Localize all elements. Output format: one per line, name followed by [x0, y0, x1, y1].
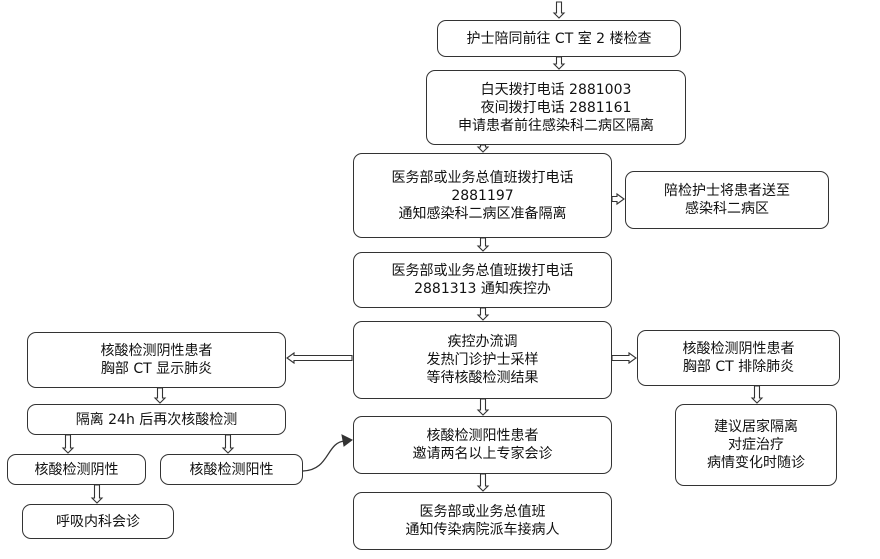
node-ct-escort-line-1: 护士陪同前往 CT 室 2 楼检查: [466, 30, 652, 47]
node-escort-to-ward-line-1: 陪检护士将患者送至: [664, 183, 790, 199]
node-positive-expert-consult: 核酸检测阳性患者 邀请两名以上专家会诊: [353, 416, 612, 474]
node-negative-no-pneumonia-line-2: 胸部 CT 排除肺炎: [682, 359, 795, 375]
node-epi-investigation-line-1: 疾控办流调: [447, 334, 518, 350]
node-negative-no-pneumonia-line-1: 核酸检测阴性患者: [682, 341, 795, 357]
node-home-isolation-line-2: 对症治疗: [728, 437, 784, 453]
node-notify-cdc-office-line-2: 2881313 通知疾控办: [414, 281, 551, 297]
node-transfer-infectious-hospital-line-1: 医务部或业务总值班: [419, 504, 546, 520]
arrow-notify-ward-to-cdc: [476, 237, 490, 252]
arrow-cdc-to-epi: [476, 307, 490, 321]
arrow-negative-to-retest: [153, 387, 167, 404]
node-notify-cdc-office: 医务部或业务总值班拨打电话 2881313 通知疾控办: [353, 252, 612, 308]
arrow-notify-ward-to-escort: [611, 192, 625, 206]
node-negative-no-pneumonia: 核酸检测阴性患者 胸部 CT 排除肺炎: [637, 330, 840, 386]
node-positive-expert-consult-line-2: 邀请两名以上专家会诊: [412, 446, 553, 462]
arrow-ct-to-call: [552, 56, 566, 70]
node-escort-to-ward-line-2: 感染科二病区: [685, 201, 769, 217]
node-ct-escort: 护士陪同前往 CT 室 2 楼检查: [437, 20, 681, 57]
node-home-isolation-line-3: 病情变化时随诊: [707, 455, 805, 471]
node-retest-positive: 核酸检测阳性: [160, 454, 303, 485]
node-epi-investigation: 疾控办流调 发热门诊护士采样 等待核酸检测结果: [353, 321, 612, 399]
node-isolate-retest-line-1: 隔离 24h 后再次核酸检测: [75, 411, 238, 428]
node-negative-with-pneumonia-line-2: 胸部 CT 显示肺炎: [100, 361, 213, 377]
node-isolate-retest: 隔离 24h 后再次核酸检测: [27, 404, 286, 435]
node-notify-infection-ward-line-2: 2881197: [451, 187, 514, 204]
arrow-no-pneumonia-to-home: [750, 385, 764, 404]
arrow-epi-to-negative-pneumonia: [286, 351, 353, 365]
node-call-phone: 白天拨打电话 2881003 夜间拨打电话 2881161 申请患者前往感染科二…: [426, 70, 686, 145]
curve-arrowhead: [341, 434, 353, 447]
node-call-phone-line-1: 白天拨打电话 2881003: [480, 81, 632, 98]
node-negative-with-pneumonia: 核酸检测阴性患者 胸部 CT 显示肺炎: [27, 332, 286, 388]
node-notify-infection-ward-line-3: 通知感染科二病区准备隔离: [398, 205, 567, 222]
node-negative-with-pneumonia-line-1: 核酸检测阴性患者: [100, 343, 213, 359]
node-retest-negative: 核酸检测阴性: [7, 454, 146, 485]
node-respiratory-consult: 呼吸内科会诊: [22, 504, 174, 539]
node-respiratory-consult-line-1: 呼吸内科会诊: [56, 513, 140, 530]
node-escort-to-ward: 陪检护士将患者送至 感染科二病区: [625, 171, 829, 229]
arrow-negative-to-respiratory: [90, 484, 104, 504]
arrow-positive-to-transfer: [476, 473, 490, 492]
node-retest-positive-line-1: 核酸检测阳性: [189, 461, 274, 478]
node-notify-cdc-office-line-1: 医务部或业务总值班拨打电话: [391, 263, 574, 279]
arrow-call-to-notify-ward: [476, 144, 490, 153]
node-transfer-infectious-hospital-line-2: 通知传染病院派车接病人: [405, 522, 560, 538]
node-epi-investigation-line-2: 发热门诊护士采样: [426, 352, 539, 368]
node-positive-expert-consult-line-1: 核酸检测阳性患者: [426, 428, 539, 444]
node-call-phone-line-3: 申请患者前往感染科二病区隔离: [458, 117, 654, 134]
node-home-isolation: 建议居家隔离 对症治疗 病情变化时随诊: [675, 404, 837, 486]
node-retest-negative-line-1: 核酸检测阴性: [34, 461, 119, 478]
node-call-phone-line-2: 夜间拨打电话 2881161: [480, 99, 632, 116]
node-epi-investigation-line-3: 等待核酸检测结果: [426, 370, 539, 386]
arrow-into-ct-escort: [552, 1, 566, 19]
arrow-epi-to-positive: [476, 398, 490, 416]
node-home-isolation-line-1: 建议居家隔离: [714, 419, 798, 435]
node-notify-infection-ward-line-1: 医务部或业务总值班拨打电话: [391, 169, 574, 186]
curve-retest-positive-to-expert: [302, 440, 346, 472]
arrow-epi-to-negative-no-pneumonia: [611, 351, 637, 365]
arrow-retest-to-positive: [221, 434, 235, 454]
node-notify-infection-ward: 医务部或业务总值班拨打电话 2881197 通知感染科二病区准备隔离: [353, 153, 612, 238]
arrow-retest-to-negative: [61, 434, 75, 454]
node-transfer-infectious-hospital: 医务部或业务总值班 通知传染病院派车接病人: [353, 492, 612, 550]
